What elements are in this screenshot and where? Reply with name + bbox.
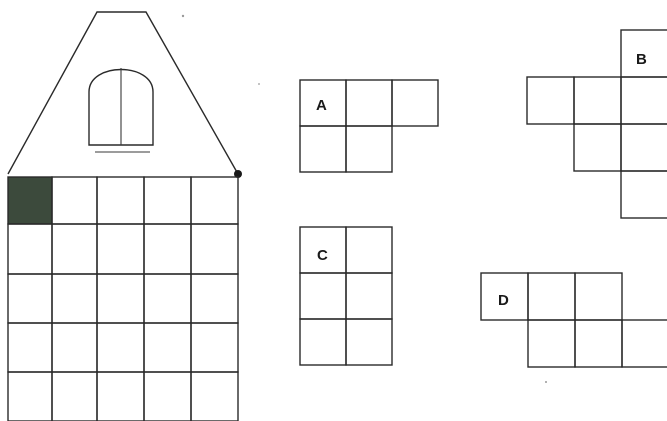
piece-d-label: D bbox=[498, 292, 509, 309]
piece-d: D bbox=[481, 273, 667, 367]
house-grid-cell bbox=[97, 372, 144, 421]
house-grid-cell bbox=[97, 274, 144, 323]
house-grid-cell bbox=[144, 177, 191, 224]
house-grid-cell bbox=[52, 177, 97, 224]
house-grid-cell bbox=[191, 323, 238, 372]
house-grid-cell bbox=[8, 224, 52, 274]
piece-b-cell bbox=[621, 124, 667, 171]
piece-b-cell bbox=[621, 77, 667, 124]
piece-b: B bbox=[527, 30, 667, 218]
piece-a-label: A bbox=[316, 97, 327, 114]
piece-c-cell bbox=[300, 319, 346, 365]
house-grid-cell bbox=[144, 224, 191, 274]
house-grid-cell bbox=[144, 372, 191, 421]
piece-d-cell bbox=[575, 273, 622, 320]
house-grid-cell bbox=[144, 274, 191, 323]
piece-d-cell bbox=[528, 320, 575, 367]
house-grid-cell bbox=[8, 372, 52, 421]
piece-b-cell bbox=[574, 77, 621, 124]
piece-b-cell bbox=[574, 124, 621, 171]
house-roof bbox=[8, 12, 238, 174]
house-grid-cell bbox=[191, 224, 238, 274]
house-grid-cell bbox=[8, 323, 52, 372]
house-grid-cell bbox=[191, 177, 238, 224]
house-grid-cell bbox=[97, 224, 144, 274]
piece-c-cell bbox=[300, 273, 346, 319]
house-grid-cell bbox=[52, 274, 97, 323]
piece-a-cell bbox=[300, 126, 346, 172]
house-grid-cell bbox=[191, 274, 238, 323]
piece-c: C bbox=[300, 227, 392, 365]
piece-c-cell bbox=[346, 227, 392, 273]
piece-d-cell bbox=[622, 320, 667, 367]
piece-b-cell bbox=[527, 77, 574, 124]
piece-d-cell bbox=[528, 273, 575, 320]
house-grid-cell bbox=[97, 323, 144, 372]
shaded-cell bbox=[8, 177, 52, 224]
house-grid-cell bbox=[191, 372, 238, 421]
piece-c-label: C bbox=[317, 247, 328, 264]
piece-b-cell bbox=[621, 171, 667, 218]
house-grid-cell bbox=[52, 224, 97, 274]
piece-c-cell bbox=[346, 319, 392, 365]
piece-d-cell bbox=[575, 320, 622, 367]
piece-a-cell bbox=[346, 126, 392, 172]
piece-a: A bbox=[300, 80, 438, 172]
house-grid-cell bbox=[52, 323, 97, 372]
house-grid-cell bbox=[97, 177, 144, 224]
arched-window bbox=[89, 68, 153, 152]
piece-a-cell bbox=[346, 80, 392, 126]
piece-a-cell bbox=[392, 80, 438, 126]
piece-c-cell bbox=[346, 273, 392, 319]
piece-b-label: B bbox=[636, 51, 647, 68]
house-grid-cell bbox=[144, 323, 191, 372]
house-figure bbox=[8, 12, 242, 421]
house-grid-cell bbox=[8, 274, 52, 323]
house-grid-cell bbox=[52, 372, 97, 421]
